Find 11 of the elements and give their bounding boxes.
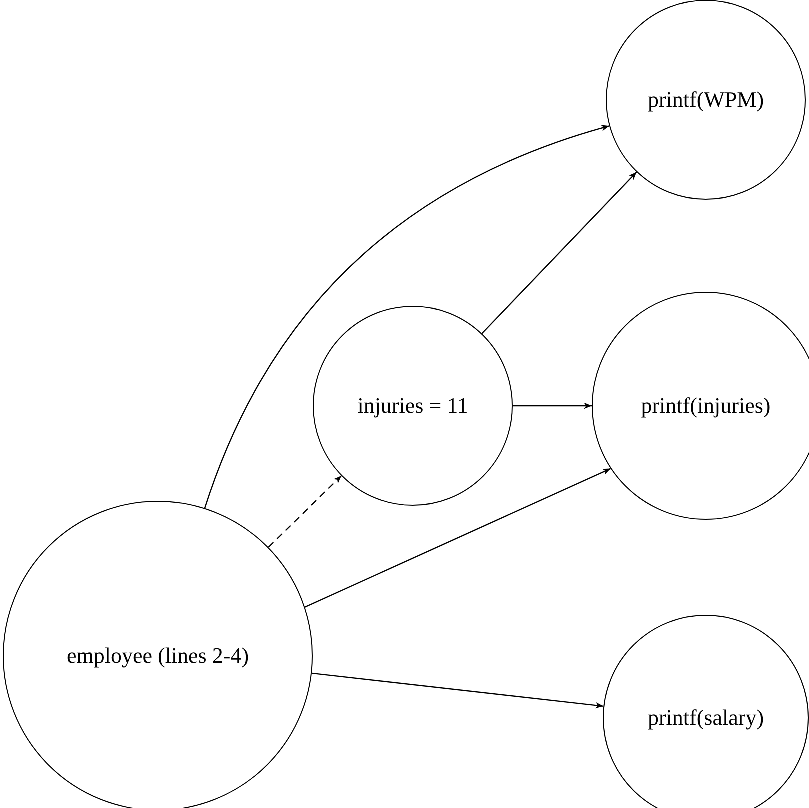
node-label: printf(injuries): [641, 393, 771, 419]
arrow: [268, 476, 342, 548]
arrow: [204, 125, 610, 508]
arrow: [482, 172, 638, 334]
node-label: employee (lines 2-4): [66, 643, 250, 669]
node-label: printf(salary): [648, 705, 764, 731]
node-label: printf(WPM): [648, 87, 764, 113]
arrow: [312, 672, 604, 709]
arrow: [513, 402, 592, 410]
arrow: [304, 468, 612, 608]
node-label: injuries = 11: [358, 393, 468, 419]
